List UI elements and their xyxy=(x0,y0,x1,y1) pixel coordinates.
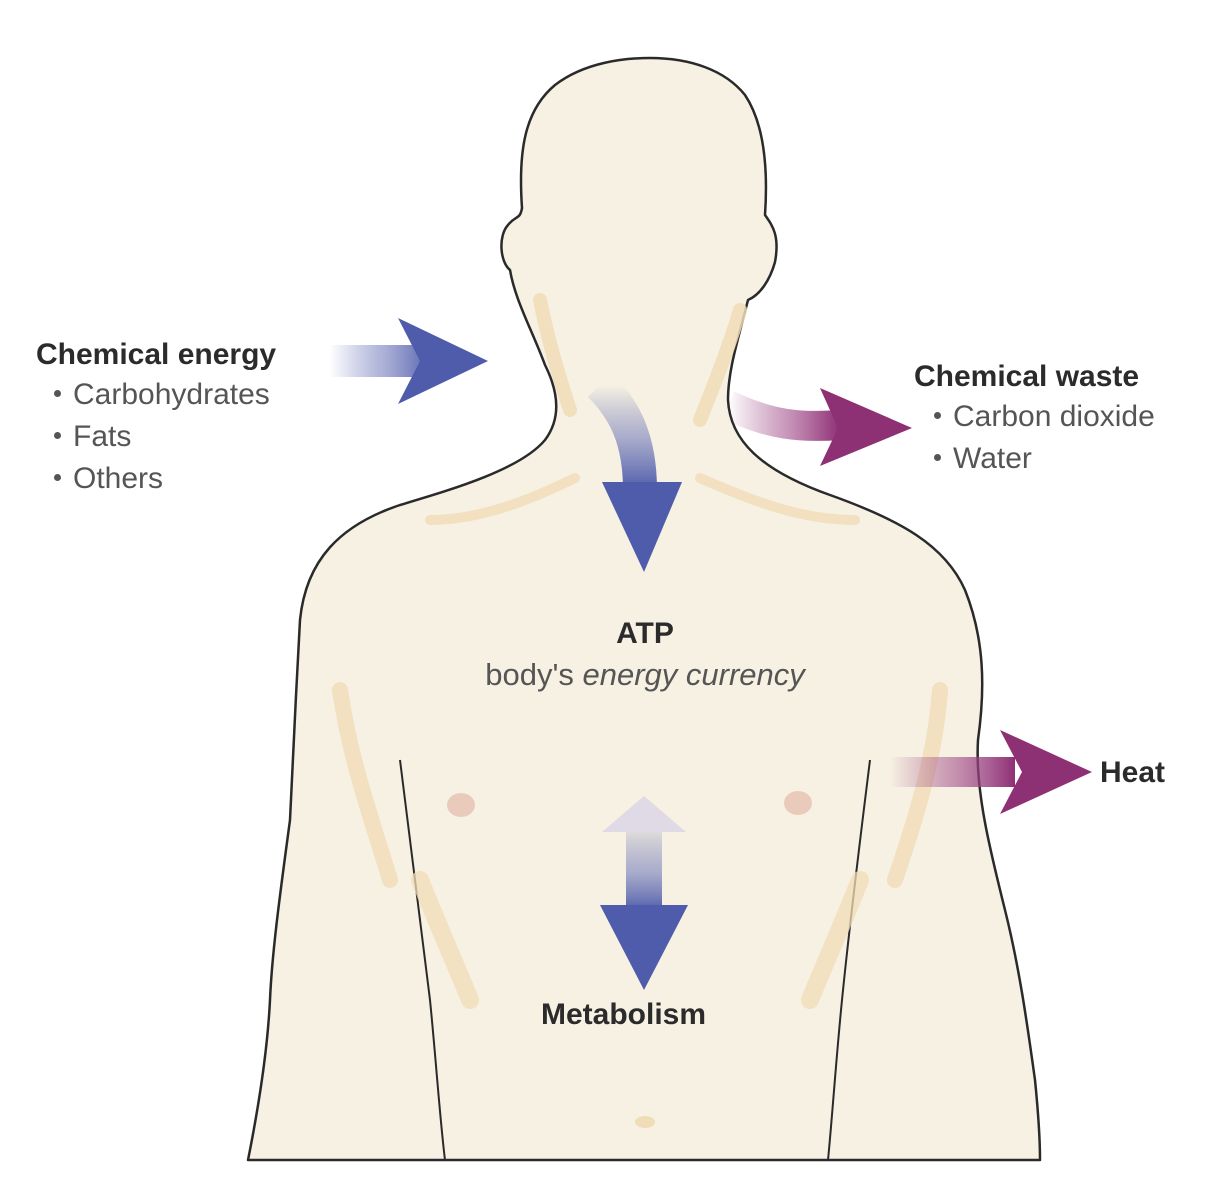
bullet-icon xyxy=(54,431,61,439)
right-neck-shadow xyxy=(693,303,747,427)
bullet-icon xyxy=(54,473,61,481)
bullet-icon xyxy=(54,389,61,397)
chemical-waste-heading: Chemical waste xyxy=(914,360,1140,393)
atp-block: ATP body's energy currency xyxy=(0,617,1222,693)
chemical-waste-arrow xyxy=(721,388,912,466)
right-nipple xyxy=(784,791,812,815)
right-collarbone xyxy=(695,473,860,525)
list-item: Others xyxy=(54,458,276,500)
chemical-energy-block: Chemical energy Carbohydrates Fats Other… xyxy=(36,338,276,500)
bullet-icon xyxy=(934,453,941,461)
chemical-energy-arrow xyxy=(330,318,488,404)
left-neck-shadow xyxy=(533,293,577,417)
metabolism-label: Metabolism xyxy=(541,998,707,1031)
right-torso-edge xyxy=(827,759,871,1161)
atp-title: ATP xyxy=(616,617,674,650)
chemical-waste-list: Carbon dioxide Water xyxy=(934,396,1155,480)
list-item: Fats xyxy=(54,416,276,458)
heat-label: Heat xyxy=(1100,756,1166,789)
navel xyxy=(635,1116,655,1128)
left-nipple xyxy=(447,793,475,817)
atp-down-arrow xyxy=(587,372,682,572)
bullet-icon xyxy=(934,411,941,419)
left-collarbone xyxy=(425,473,580,525)
right-flank-shadow xyxy=(801,871,869,1009)
left-torso-edge xyxy=(399,759,446,1161)
chemical-energy-list: Carbohydrates Fats Others xyxy=(54,374,276,500)
body-outline xyxy=(246,56,1042,1162)
chemical-energy-heading: Chemical energy xyxy=(36,338,277,371)
right-arm-line xyxy=(887,682,948,888)
list-item: Carbon dioxide xyxy=(934,396,1155,438)
chemical-waste-block: Chemical waste Carbon dioxide Water xyxy=(914,360,1155,480)
body-silhouette xyxy=(246,56,1042,1162)
list-item: Water xyxy=(934,438,1155,480)
metabolism-arrow xyxy=(600,796,688,990)
list-item: Carbohydrates xyxy=(54,374,276,416)
left-arm-line xyxy=(332,682,398,888)
left-flank-shadow xyxy=(411,871,479,1009)
heat-arrow xyxy=(890,730,1092,814)
atp-subtitle: body's energy currency xyxy=(485,657,805,692)
